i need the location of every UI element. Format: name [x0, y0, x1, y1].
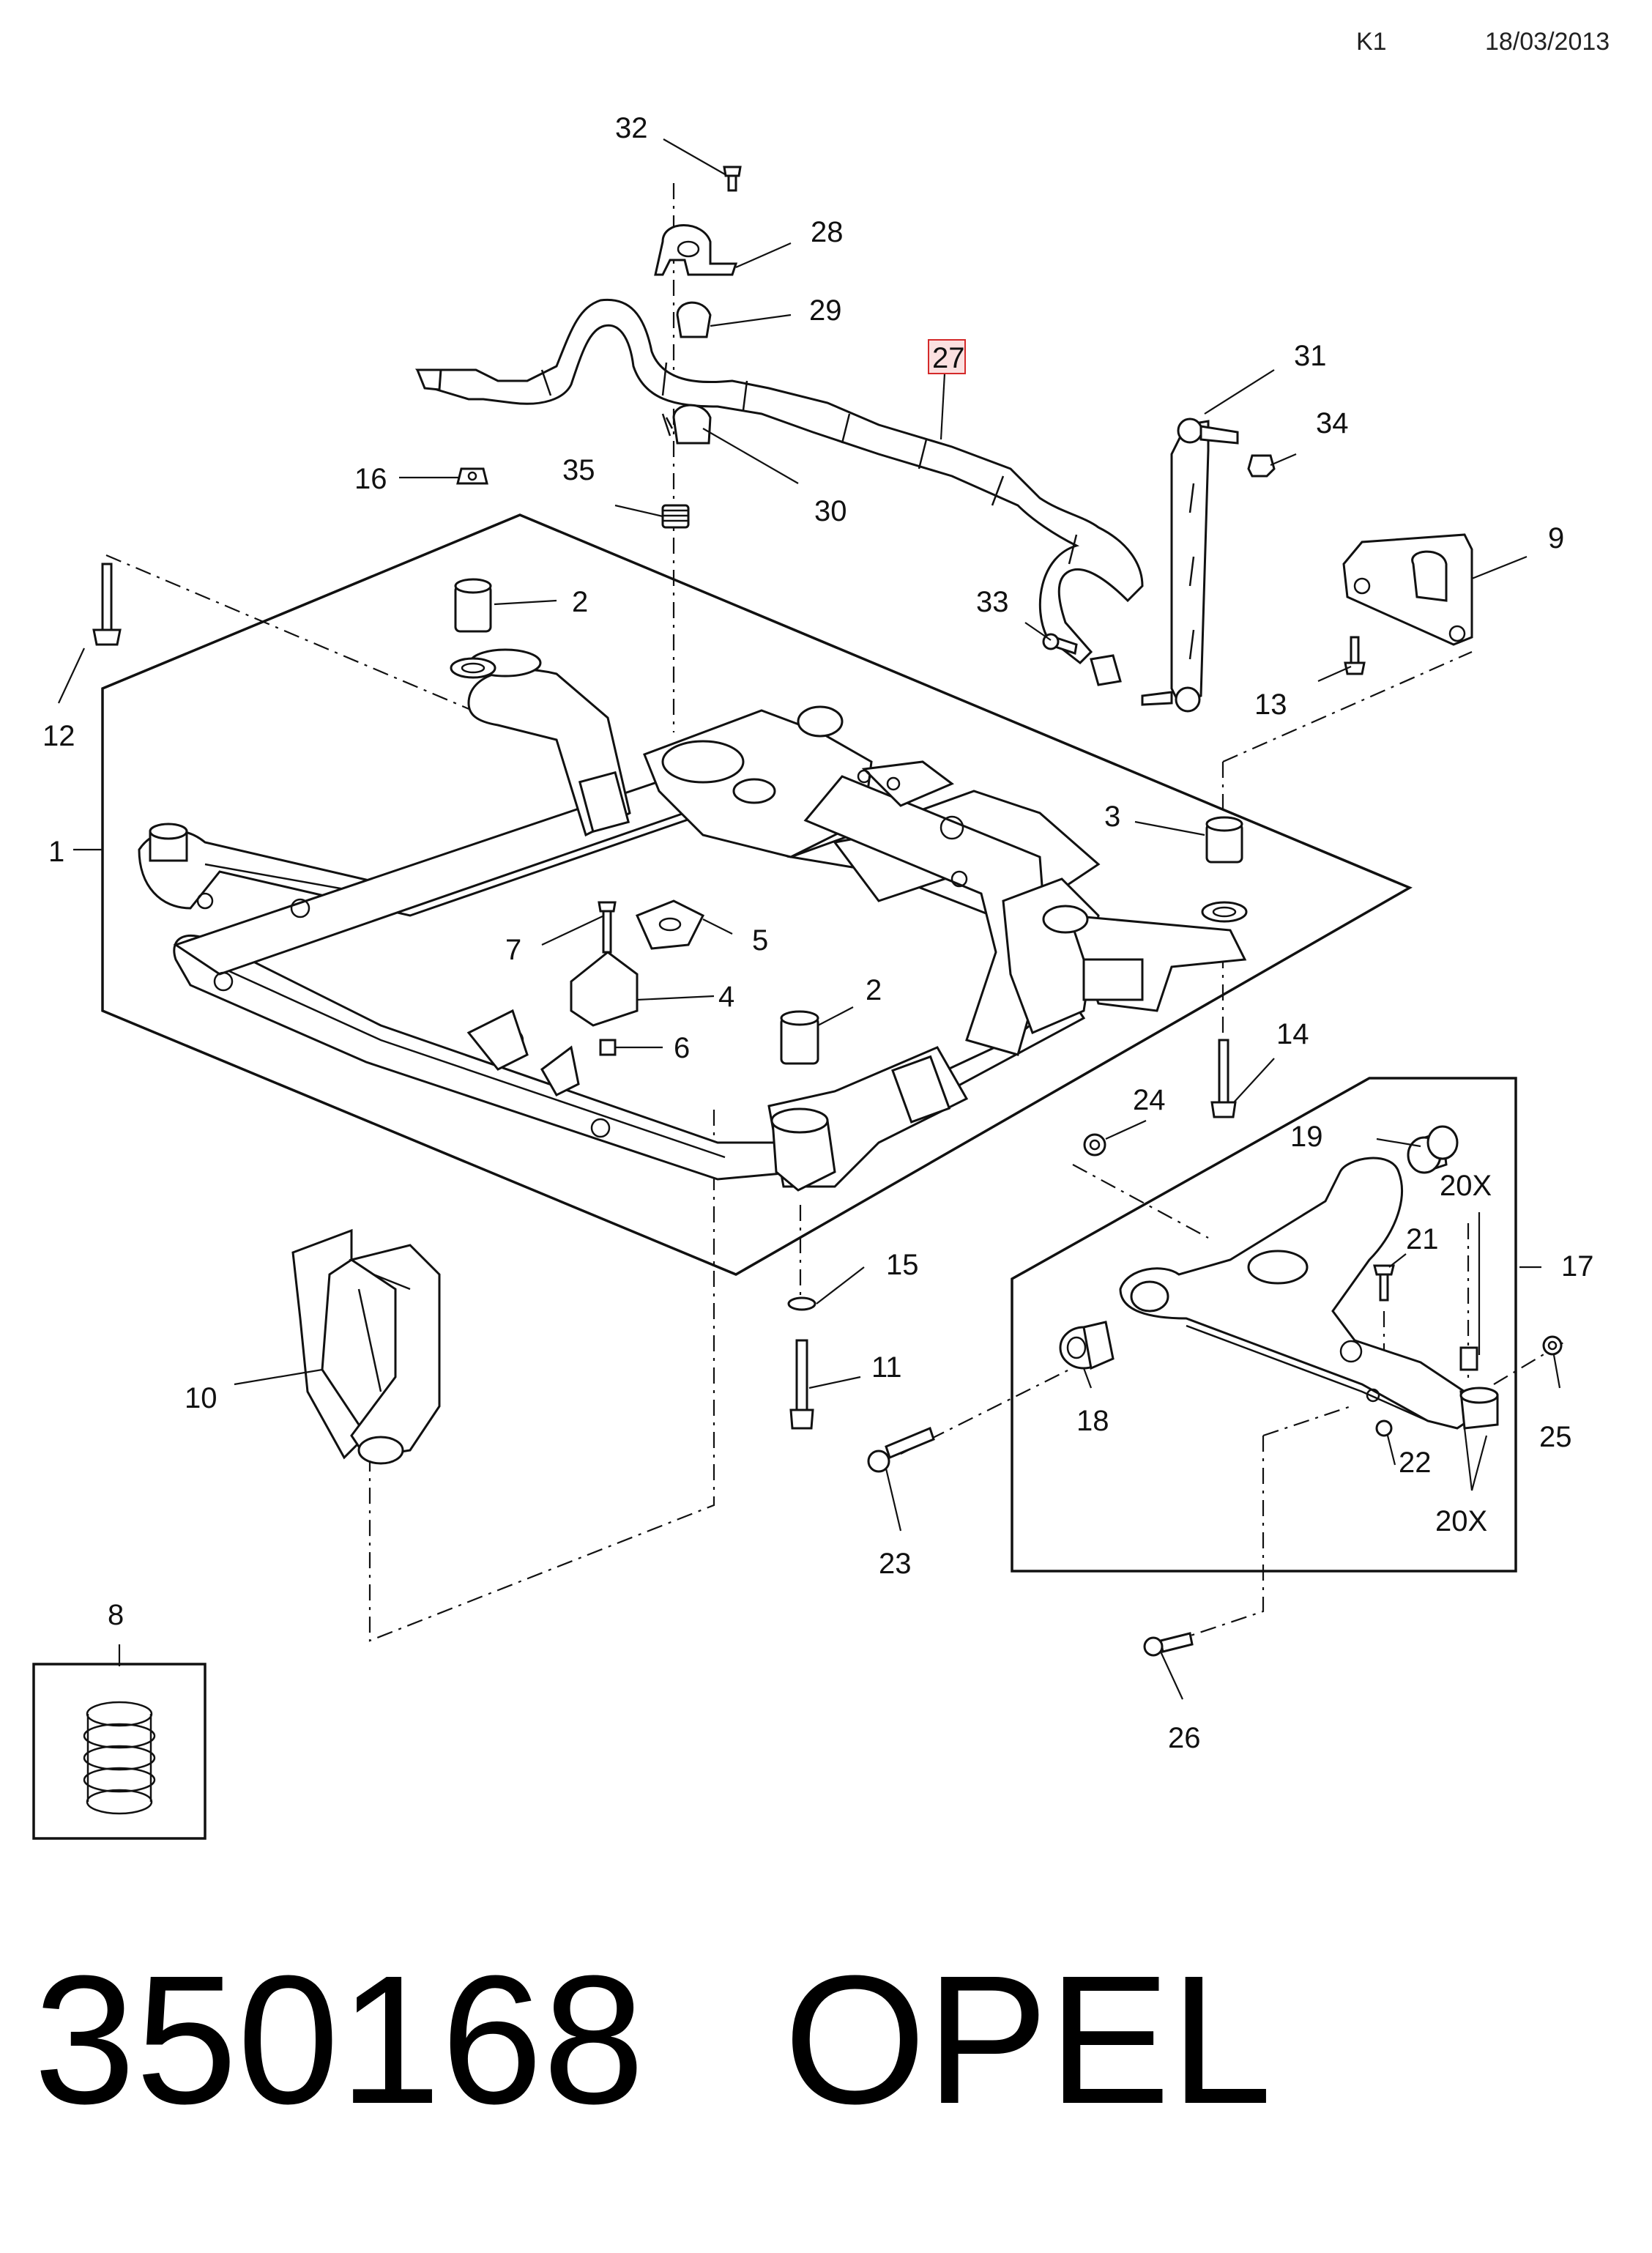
coil-spring-clip — [83, 1701, 156, 1815]
callout-28: 28 — [811, 216, 844, 248]
spring-clip-35 — [661, 504, 690, 529]
bracket-5 — [635, 899, 705, 950]
bolt-11 — [789, 1339, 814, 1430]
nut-25 — [1542, 1335, 1563, 1356]
diagram-date: 18/03/2013 — [1485, 28, 1610, 56]
support-bracket — [1342, 533, 1473, 646]
callout-33: 33 — [976, 586, 1009, 618]
bolt-26 — [1143, 1632, 1194, 1657]
leader-lines — [58, 138, 1561, 1700]
subframe-mount-front — [770, 1010, 836, 1192]
callout-5: 5 — [752, 924, 768, 957]
nut-24 — [1083, 1133, 1106, 1157]
front-subframe — [138, 648, 1247, 1188]
control-arm-group-frame — [1011, 1077, 1517, 1573]
callout-6: 6 — [674, 1032, 690, 1064]
callout-highlight — [928, 339, 966, 374]
bolt-23 — [867, 1426, 935, 1473]
part-number: 350168 — [34, 1937, 645, 2142]
callout-22: 22 — [1399, 1447, 1432, 1479]
deflector-bracket — [291, 1228, 441, 1465]
bolt-7 — [598, 901, 617, 954]
callout-2a: 2 — [572, 586, 588, 618]
stabilizer-link — [1090, 417, 1239, 713]
callout-15: 15 — [886, 1249, 919, 1281]
subframe-group-frame — [101, 513, 1413, 1276]
callout-18: 18 — [1076, 1405, 1109, 1437]
brand-name: OPEL — [784, 1937, 1273, 2142]
callout-8: 8 — [108, 1599, 124, 1631]
callout-7: 7 — [505, 934, 521, 966]
callout-3: 3 — [1104, 801, 1120, 833]
callout-17: 17 — [1561, 1250, 1594, 1283]
callout-1: 1 — [48, 836, 64, 868]
lower-control-arm — [1119, 1157, 1481, 1430]
callout-4: 4 — [718, 981, 734, 1013]
nut-34 — [1247, 454, 1276, 478]
bolt-12 — [92, 563, 122, 646]
stabilizer-bushing-upper — [676, 301, 712, 338]
bolt-14 — [1210, 1039, 1237, 1118]
callout-31: 31 — [1294, 340, 1327, 372]
callout-13: 13 — [1254, 688, 1287, 721]
callout-32: 32 — [615, 112, 648, 144]
stabilizer-bushing-lower — [661, 404, 712, 445]
subframe-mount-rear — [450, 578, 496, 679]
nut-6 — [599, 1039, 617, 1056]
subframe-mount-side — [1201, 816, 1248, 923]
callout-34: 34 — [1316, 407, 1349, 439]
stabilizer-bar — [414, 298, 1144, 664]
callout-25: 25 — [1539, 1421, 1572, 1453]
callout-9: 9 — [1548, 522, 1564, 554]
callout-20x-lower: 20X — [1435, 1505, 1487, 1537]
ball-joint — [1459, 1346, 1499, 1430]
callout-10: 10 — [185, 1382, 217, 1414]
callout-2b: 2 — [866, 974, 882, 1006]
callout-12: 12 — [42, 720, 75, 752]
bracket-4 — [570, 951, 639, 1027]
callout-30: 30 — [814, 495, 847, 527]
callout-24: 24 — [1133, 1084, 1166, 1116]
sheet-code: K1 — [1356, 28, 1387, 56]
stabilizer-clamp — [654, 224, 738, 276]
callout-29: 29 — [809, 294, 842, 327]
callout-23: 23 — [879, 1548, 912, 1580]
spring-inset-frame — [32, 1663, 206, 1840]
callout-11: 11 — [871, 1351, 902, 1384]
bolt-21 — [1373, 1264, 1395, 1302]
bolt-13 — [1344, 636, 1366, 675]
callout-26: 26 — [1168, 1722, 1201, 1754]
washer-15 — [787, 1296, 816, 1311]
callout-35: 35 — [562, 454, 595, 486]
callout-27: 27 — [932, 342, 965, 374]
callout-20x-upper: 20X — [1440, 1170, 1492, 1202]
control-arm-bushing-front — [1059, 1321, 1115, 1370]
nut-22 — [1375, 1419, 1393, 1437]
control-arm-bushing-rear — [1407, 1125, 1459, 1174]
callout-19: 19 — [1290, 1121, 1323, 1153]
bolt-33 — [1042, 633, 1078, 655]
bolt-32 — [723, 166, 742, 192]
callout-16: 16 — [354, 463, 387, 495]
callout-21: 21 — [1406, 1223, 1439, 1255]
callout-14: 14 — [1276, 1018, 1309, 1050]
nut-16 — [456, 467, 488, 485]
